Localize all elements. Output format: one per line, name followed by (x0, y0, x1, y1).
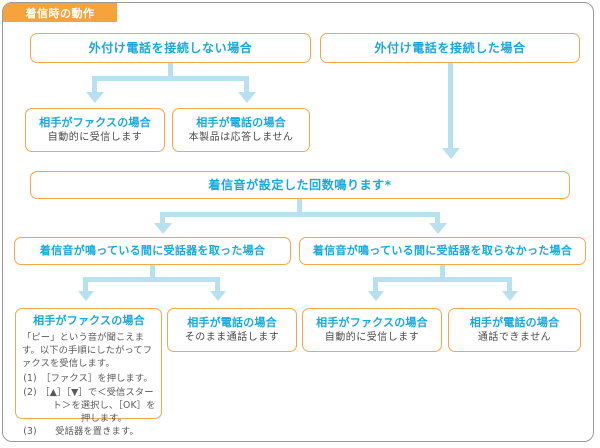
connector-line (373, 277, 512, 282)
list-item: (1) ［ファクス］を押します。 (22, 372, 156, 385)
arrow-down-icon (237, 92, 256, 103)
arrow-down-icon (501, 291, 518, 301)
arrow-down-icon (209, 291, 226, 301)
node-c-partner-is-fax: 相手がファクスの場合 自動的に受信します (302, 308, 442, 352)
node-subtext: 自動的に受信します (324, 332, 420, 344)
connector-line (150, 265, 155, 278)
node-heading: 着信音が鳴っている間に受話器を取らなかった場合 (312, 244, 573, 258)
connector-line (297, 199, 302, 213)
connector-line (440, 265, 445, 278)
connector-line (168, 63, 173, 77)
step-number: (2) (23, 386, 37, 398)
node-heading: 外付け電話を接続した場合 (374, 40, 526, 55)
connector-line (83, 277, 88, 291)
node-heading: 相手が電話の場合 (469, 315, 560, 329)
step-number: (3) (23, 426, 37, 438)
node-subtext: 通話できません (477, 332, 552, 344)
list-item: (2) ［▲］［▼］で＜受信スター (22, 386, 156, 399)
node-heading: 着信音が鳴っている間に受話器を取った場合 (39, 244, 266, 258)
list-item: (3) 受話器を置きます。 (22, 425, 156, 438)
arrow-down-icon (367, 291, 384, 301)
step-text: ［ファクス］を押します。 (41, 373, 153, 385)
node-heading: 相手がファクスの場合 (39, 115, 151, 129)
connector-line (244, 76, 249, 92)
connector-line (435, 212, 440, 223)
section-title-tab: 着信時の動作 (3, 3, 117, 22)
connector-line (92, 76, 249, 81)
node-step-list: (1) ［ファクス］を押します。 (2) ［▲］［▼］で＜受信スター ト＞を選択… (22, 372, 156, 438)
connector-line (83, 277, 220, 282)
node-heading: 相手がファクスの場合 (33, 314, 145, 327)
node-subtext: 自動的に受信します (47, 132, 143, 144)
connector-line (160, 212, 165, 223)
arrow-down-icon (77, 291, 94, 301)
connector-line (507, 277, 512, 291)
step-text: 受話器を置きます。 (55, 426, 139, 438)
node-subtext: 本製品は応答しません (188, 132, 294, 144)
step-text: ［▲］［▼］で＜受信スター (40, 386, 154, 398)
node-b-partner-is-phone: 相手が電話の場合 そのまま通話します (167, 308, 297, 352)
connector-line (373, 277, 378, 291)
arrow-down-icon (441, 148, 460, 159)
arrow-down-icon (428, 223, 447, 234)
node-subtext: そのまま通話します (184, 332, 280, 344)
node-heading: 相手が電話の場合 (187, 315, 277, 329)
node-no-external-phone: 外付け電話を接続しない場合 (30, 33, 311, 63)
connector-line (448, 63, 453, 148)
arrow-down-icon (85, 92, 104, 103)
step-number: (1) (23, 373, 37, 385)
node-heading: 相手がファクスの場合 (316, 315, 428, 329)
node-heading: 相手が電話の場合 (196, 115, 286, 129)
node-heading: 着信音が設定した回数鳴ります* (208, 177, 392, 192)
node-handset-picked-up: 着信音が鳴っている間に受話器を取った場合 (14, 237, 291, 265)
node-a-partner-is-phone: 相手が電話の場合 本製品は応答しません (172, 108, 310, 152)
connector-line (160, 212, 440, 217)
node-heading: 外付け電話を接続しない場合 (88, 40, 253, 55)
node-with-external-phone: 外付け電話を接続した場合 (320, 33, 580, 63)
node-c-partner-is-phone: 相手が電話の場合 通話できません (448, 308, 581, 352)
node-a-partner-is-fax: 相手がファクスの場合 自動的に受信します (25, 108, 165, 152)
step-text-continued: 押します。 (80, 412, 128, 424)
step-text-continued: ト＞を選択し、［OK］を (52, 399, 156, 411)
node-b-partner-is-fax: 相手がファクスの場合 「ピー」という音が聞こえます。以下の手順にしたがってファク… (15, 308, 162, 437)
arrow-down-icon (153, 223, 172, 234)
node-handset-not-picked-up: 着信音が鳴っている間に受話器を取らなかった場合 (299, 237, 586, 265)
node-body-text: 「ピー」という音が聞こえます。以下の手順にしたがってファクスを受信します。 (22, 331, 153, 370)
connector-line (92, 76, 97, 92)
node-ring-count: 着信音が設定した回数鳴ります* (30, 171, 570, 199)
connector-line (215, 277, 220, 291)
